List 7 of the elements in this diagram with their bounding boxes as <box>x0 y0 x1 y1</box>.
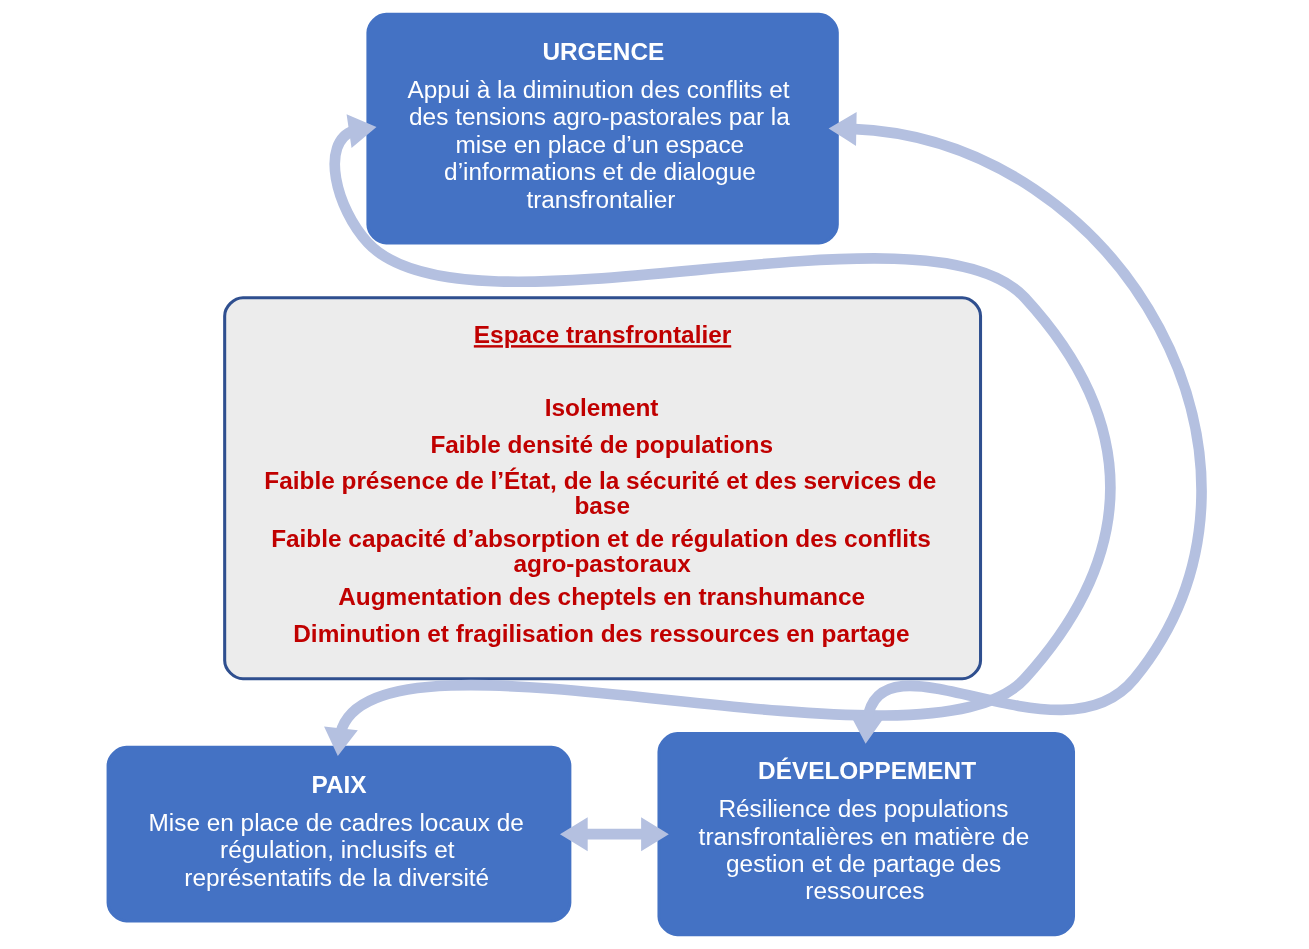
arrow <box>828 111 1206 744</box>
node-box: DÉVELOPPEMENT Résilience des populations transfrontalières en matière de gestion et de partage des ressources <box>656 732 1075 937</box>
node-box: Espace transfrontalier Isolement Faible densité de populations Faible présence de l’État, de la sécurité et des services de base Faible capacité d’absorption et de régulation des conflits agro-pastoraux Augmentation des cheptels en transhumance Diminution et fragilisation des ressources en partage <box>222 296 982 681</box>
node-box: PAIX Mise en place de cadres locaux de régulation, inclusifs et représentatifs de la diversité <box>106 745 571 923</box>
node-box: URGENCE Appui à la diminution des conflits et des tensions agro-pastorales par la mise en place d’un espace d’informations et de dialogue transfrontalier <box>365 12 839 245</box>
arrow <box>559 817 669 852</box>
arrow <box>323 114 1115 756</box>
